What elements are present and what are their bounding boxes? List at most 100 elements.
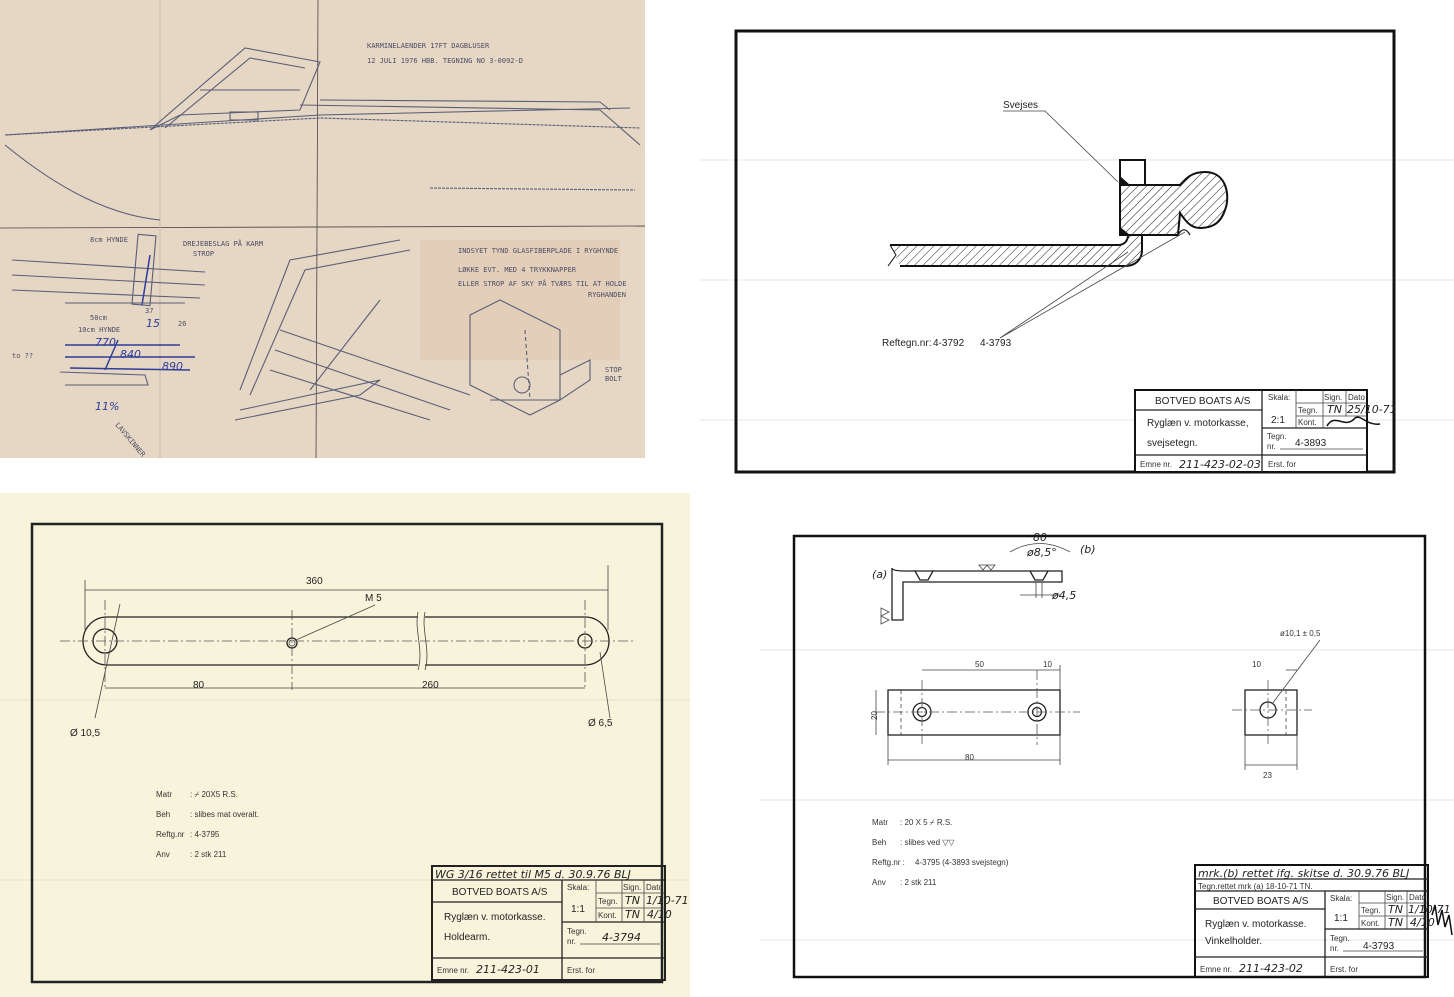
description-line2: Holdearm. xyxy=(444,932,490,943)
spec-label: Anv xyxy=(156,850,170,859)
emne-label: Emne nr. xyxy=(437,966,469,975)
spec-value: : ⌿ 20X5 R.S. xyxy=(190,790,238,799)
ref-number-1: 4-3792 xyxy=(933,338,965,349)
arm-drawing-panel: 360 80 260 M 5 Ø 10,5 Ø 6,5 Matr : ⌿ 20X… xyxy=(0,493,690,997)
dim-260: 260 xyxy=(422,680,439,691)
dim-37: 37 xyxy=(145,307,153,315)
revision-note-b: mrk.(b) rettet ifg. skitse d. 30.9.76 BL… xyxy=(1198,867,1409,880)
tegnnr-label-nr: nr. xyxy=(567,937,576,946)
title-block: BOTVED BOATS A/S Ryglæn v. motorkasse, s… xyxy=(1134,389,1397,473)
description-line1: Ryglæn v. motorkasse. xyxy=(444,912,546,923)
spec-value: : slibes mat overalt. xyxy=(190,810,259,819)
tegnnr-label: Tegn. xyxy=(1330,934,1350,943)
dim-840: 840 xyxy=(120,348,141,361)
sign-label: Sign. xyxy=(623,883,641,892)
skala-label: Skala: xyxy=(567,883,589,892)
drawing-number: 4-3893 xyxy=(1295,438,1327,449)
arm-part xyxy=(60,600,635,690)
emne-number: 211-423-01 xyxy=(476,963,540,976)
signature-scribble xyxy=(1431,904,1453,936)
description-line2: Vinkelholder. xyxy=(1205,936,1262,947)
spec-label: Matr xyxy=(156,790,172,799)
kont-label: Kont. xyxy=(1361,919,1380,928)
spec-value: 4-3795 (4-3893 svejstegn) xyxy=(915,858,1009,867)
angle-80: 80 xyxy=(1033,531,1047,544)
tegn-date: 1/10-71 xyxy=(646,894,689,907)
dim-80-width: 80 xyxy=(965,753,974,762)
boat-hull-outline xyxy=(4,47,641,221)
erst-label: Erst. for xyxy=(1330,965,1358,974)
label-stop: STOP xyxy=(605,366,622,374)
dim-770: 770 xyxy=(95,336,116,349)
sketch-note-4: RYGHANDEN xyxy=(588,291,626,299)
revision-note-a: Tegn.rettet mrk (a) 18-10-71 TN. xyxy=(1198,882,1313,891)
skala-value: 1:1 xyxy=(571,904,585,915)
kont-label: Kont. xyxy=(1298,418,1317,427)
arm-dimensions xyxy=(84,565,611,719)
spec-label: Anv xyxy=(872,878,886,887)
company-name: BOTVED BOATS A/S xyxy=(1155,396,1251,407)
dia-countersink: ø8,5° xyxy=(1026,546,1057,559)
label-percent: 11% xyxy=(95,400,119,413)
emne-label: Emne nr. xyxy=(1200,965,1232,974)
title-block: mrk.(b) rettet ifg. skitse d. 30.9.76 BL… xyxy=(1194,864,1453,978)
skala-label: Skala: xyxy=(1330,894,1352,903)
bracket-side-view xyxy=(880,543,1071,625)
kont-date: 4/10 xyxy=(647,908,672,921)
company-name: BOTVED BOATS A/S xyxy=(452,887,548,898)
spec-list: Matr : 20 X 5 ⌿ R.S. Beh : slibes ved ▽▽… xyxy=(872,818,1009,887)
emne-number: 211-423-02 xyxy=(1239,962,1303,975)
sign-label: Sign. xyxy=(1386,893,1404,902)
sketch-title-line2: 12 JULI 1976 HBB. TEGNING NO 3-0092-D xyxy=(367,57,523,65)
dim-23: 23 xyxy=(1263,771,1272,780)
tegn-label: Tegn. xyxy=(1361,906,1381,915)
dim-26: 26 xyxy=(178,320,186,328)
thread-m5: M 5 xyxy=(365,593,382,604)
tegnnr-label: Tegn. xyxy=(567,927,587,936)
drawing-frame xyxy=(30,522,664,984)
emne-number: 211-423-02-03 xyxy=(1179,458,1261,471)
sketch-title-line1: KARMINELAENDER 17FT DAGBLUSER xyxy=(367,42,490,50)
dim-10cm-hynde: 10cm HYNDE xyxy=(78,326,120,334)
spec-value: : 2 stk 211 xyxy=(190,850,227,859)
ref-number-2: 4-3793 xyxy=(980,338,1012,349)
revision-note: WG 3/16 rettet til M5 d. 30.9.76 BLJ xyxy=(435,868,631,881)
spec-value: : 4-3795 xyxy=(190,830,220,839)
description-line1: Ryglæn v. motorkasse. xyxy=(1205,919,1307,930)
boat-sketch-panel: KARMINELAENDER 17FT DAGBLUSER 12 JULI 19… xyxy=(0,0,646,459)
spec-value: : 2 stk 211 xyxy=(900,878,937,887)
label-strop: STROP xyxy=(193,250,214,258)
seat-frame-perspective xyxy=(234,239,471,421)
dim-20: 20 xyxy=(870,711,879,720)
bracket-drawing-panel: (a) (b) 80 ø8,5° ø4,5 50 10 20 80 xyxy=(760,500,1454,997)
label-drejebeslag: DREJEBESLAG PÅ KARM xyxy=(183,239,263,248)
tegn-signature: TN xyxy=(1327,403,1342,416)
spec-list: Matr : ⌿ 20X5 R.S. Beh : slibes mat over… xyxy=(156,790,259,859)
kont-date: 4/10 xyxy=(1410,916,1435,929)
label-svejses: Svejses xyxy=(1003,100,1038,111)
drawing-number: 4-3793 xyxy=(1363,941,1395,952)
spec-label: Reftg.nr : xyxy=(872,858,905,867)
spec-label: Reftg.nr xyxy=(156,830,185,839)
dim-890: 890 xyxy=(162,360,183,373)
bracket-end-view xyxy=(1232,639,1321,770)
emne-label: Emne nr. xyxy=(1140,460,1172,469)
seat-sketch xyxy=(11,233,206,386)
label-hynde: 8cm HYNDE xyxy=(90,236,128,244)
label-reftegn: Reftegn.nr: xyxy=(882,338,931,349)
dim-10-end: 10 xyxy=(1252,660,1261,669)
tegnnr-label-nr: nr. xyxy=(1267,442,1276,451)
dim-80: 80 xyxy=(193,680,205,691)
skala-value: 1:1 xyxy=(1334,913,1348,924)
description-line1: Ryglæn v. motorkasse, xyxy=(1147,418,1249,429)
skala-value: 2:1 xyxy=(1271,415,1285,426)
label-bolt: BOLT xyxy=(605,375,623,383)
sketch-note-3: ELLER STROP AF SKY PÅ TVÆRS TIL AT HOLDE xyxy=(458,279,627,288)
dato-label: Dato xyxy=(1409,893,1426,902)
kont-label: Kont. xyxy=(598,911,617,920)
tegn-date: 25/10-71 xyxy=(1347,403,1397,416)
tegn-label: Tegn. xyxy=(598,897,618,906)
kont-signature: TN xyxy=(1388,916,1403,929)
dim-10-front: 10 xyxy=(1043,660,1052,669)
skala-label: Skala: xyxy=(1268,393,1290,402)
